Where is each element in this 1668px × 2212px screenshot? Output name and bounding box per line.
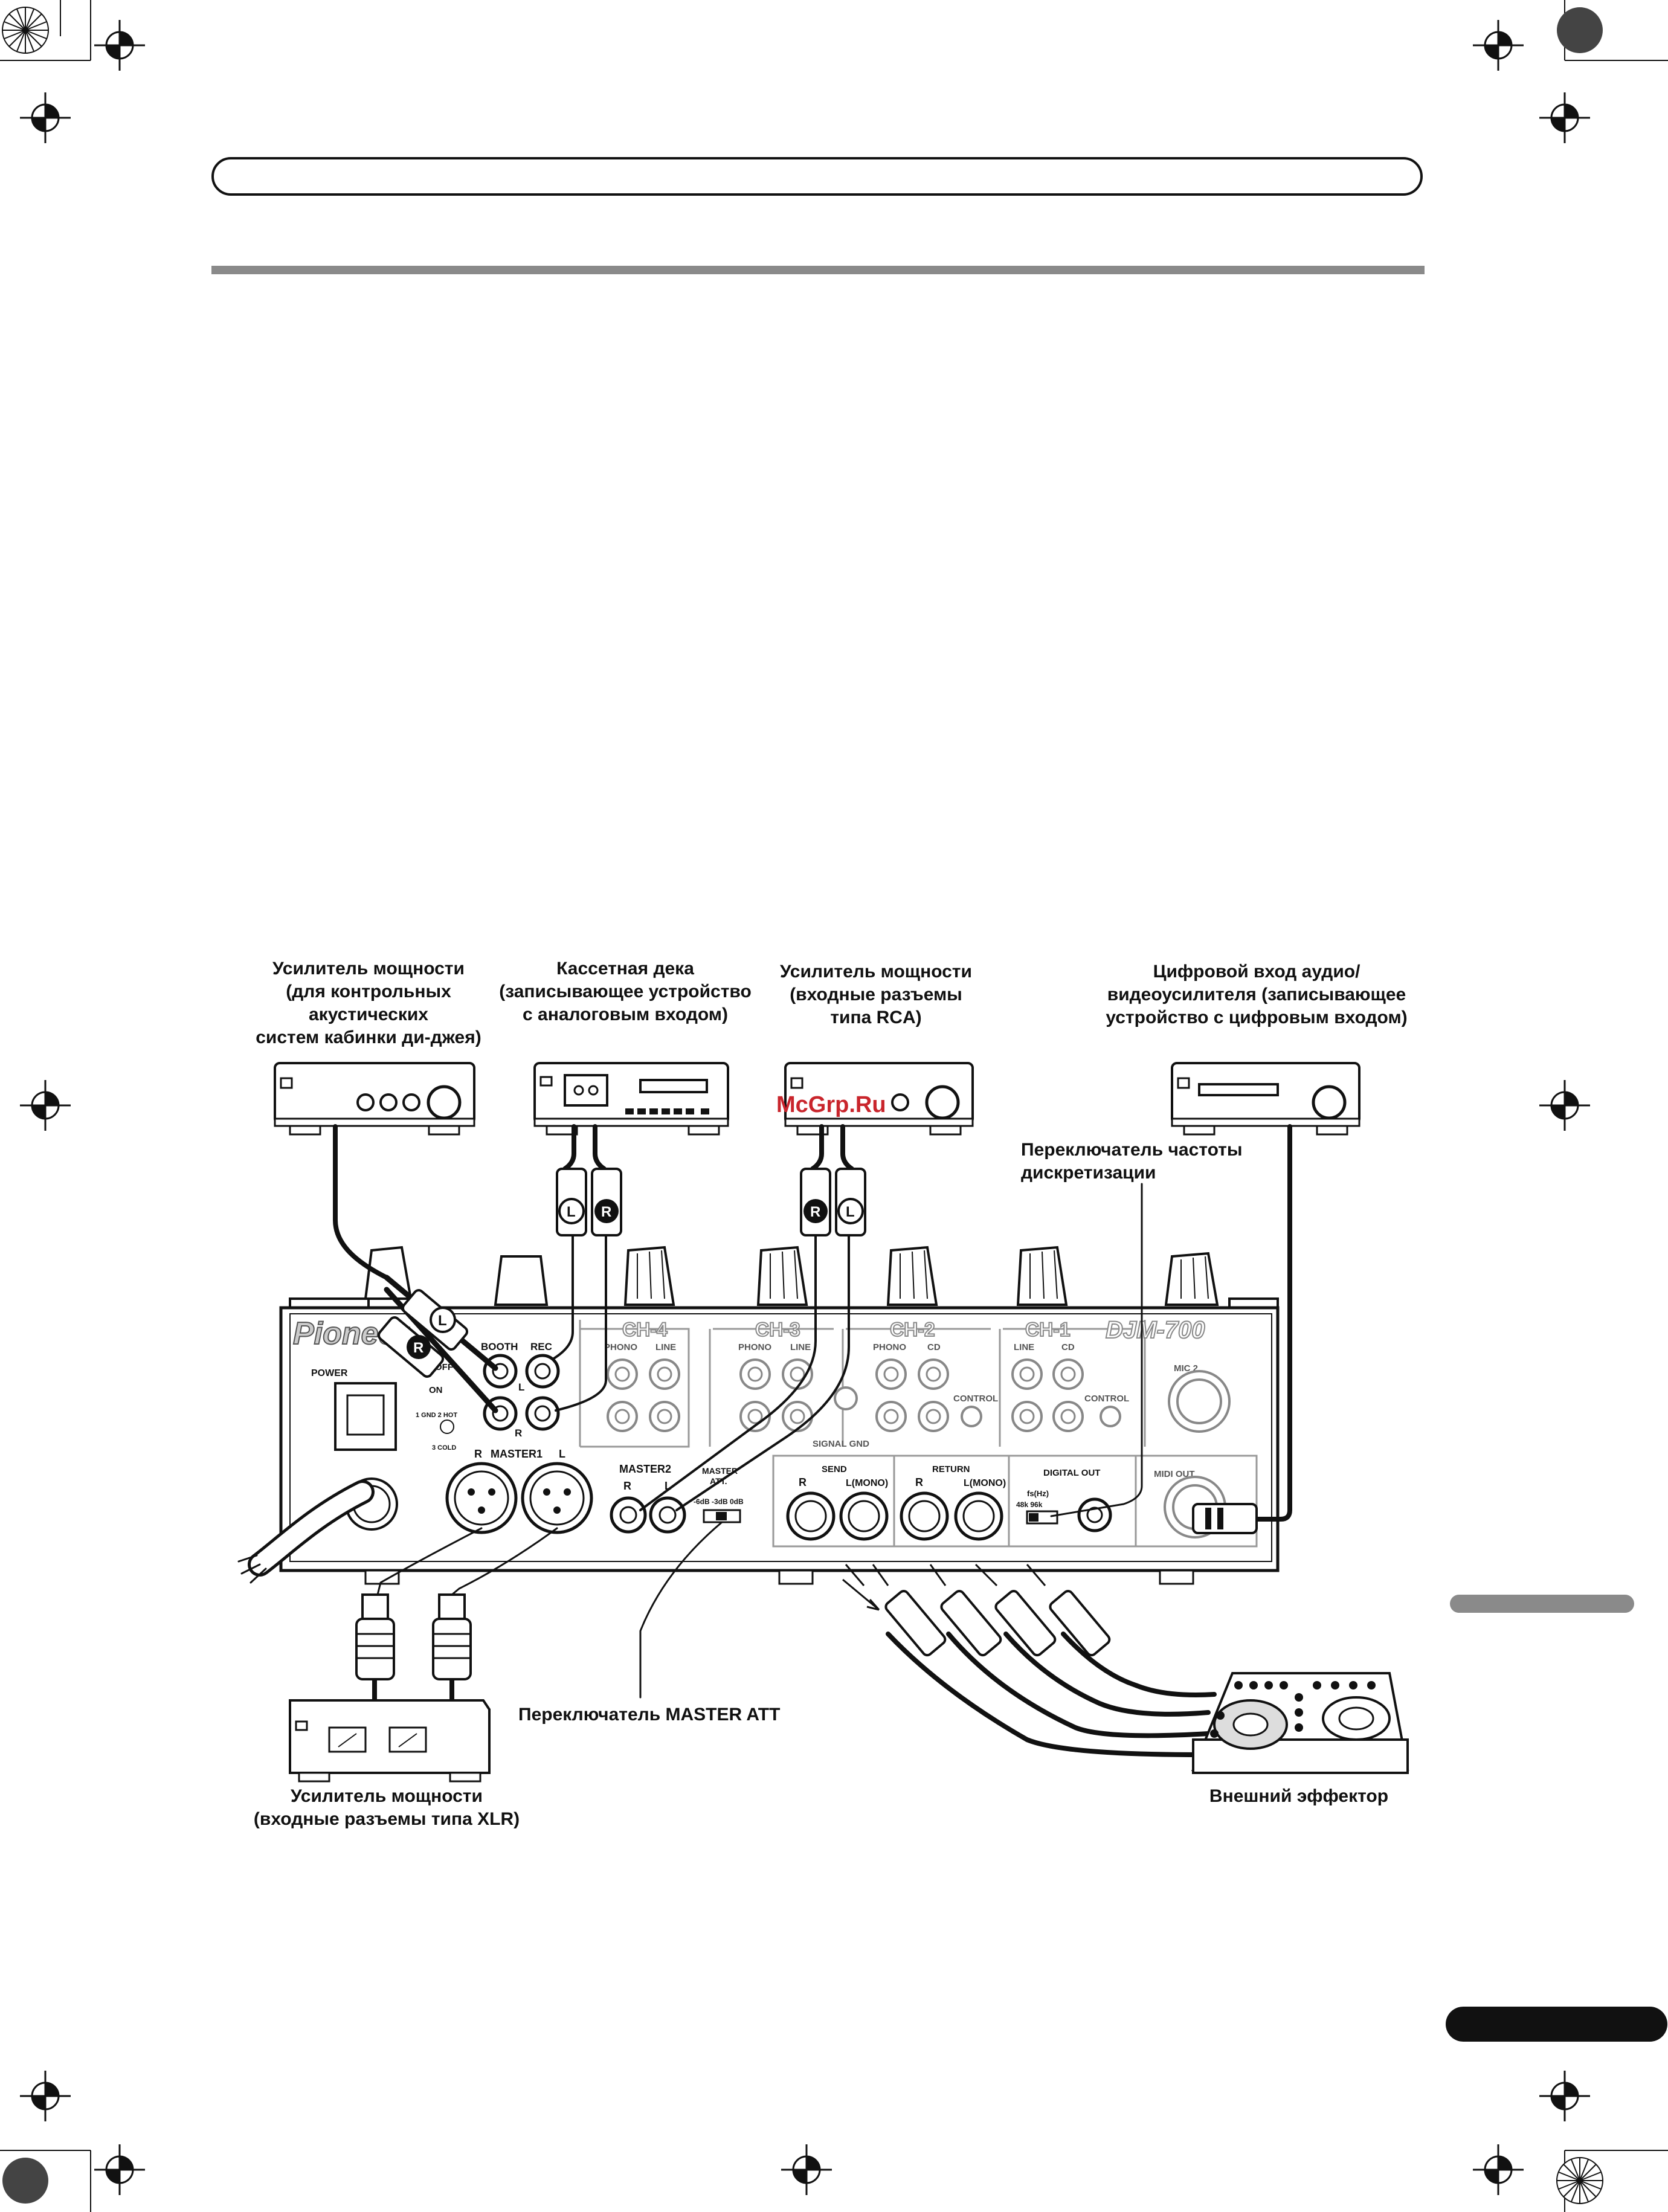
- watermark: McGrp.Ru: [776, 1092, 886, 1117]
- signal-gnd-label: SIGNAL GND: [813, 1439, 869, 1449]
- send-l-jack[interactable]: [839, 1491, 889, 1541]
- return-r-mark: R: [915, 1476, 923, 1488]
- rec-r-jack[interactable]: [525, 1396, 560, 1431]
- xlr-pins-label: 1 GND 2 HOT: [416, 1412, 457, 1419]
- master1-label: MASTER1: [491, 1448, 543, 1460]
- midi-out-label: MIDI OUT: [1154, 1469, 1195, 1479]
- ch1-cd-label: CD: [1061, 1342, 1075, 1352]
- ch2-cd-label: CD: [927, 1342, 941, 1352]
- booth-label: BOOTH: [481, 1341, 518, 1352]
- cassette-plug-r-mark: R: [601, 1204, 611, 1220]
- rca-amplifier-device: [784, 1062, 974, 1136]
- xlr-amp-label: Усилитель мощности (входные разъемы типа…: [253, 1786, 520, 1829]
- booth-amp-label: Усилитель мощности (для контрольных акус…: [256, 959, 481, 1047]
- digital-receiver-device: [1171, 1062, 1360, 1136]
- cassette-plug-l-mark: L: [567, 1204, 576, 1220]
- master2-l-mark: L: [665, 1480, 671, 1492]
- effector-plugs: [842, 1563, 1111, 1657]
- digital-input-label: Цифровой вход аудио/ видеоусилителя (зап…: [1106, 962, 1408, 1027]
- rec-label: REC: [530, 1341, 552, 1352]
- on-label: ON: [429, 1385, 443, 1395]
- booth-amplifier-device: [274, 1062, 475, 1136]
- ch4-phono-label: PHONO: [604, 1342, 637, 1352]
- master2-label: MASTER2: [619, 1463, 671, 1475]
- xlr-cold-label: 3 COLD: [432, 1444, 456, 1452]
- ch2-control-label: CONTROL: [953, 1394, 998, 1404]
- ch2-label: CH-2: [890, 1319, 935, 1340]
- section-rule: [211, 266, 1425, 274]
- effector-device: [1191, 1672, 1409, 1774]
- ch1-line-label: LINE: [1014, 1342, 1034, 1352]
- cassette-plugs: L R: [556, 1168, 622, 1236]
- master2-r-jack[interactable]: [610, 1496, 647, 1534]
- master-att-label: MASTER: [702, 1466, 738, 1476]
- master-att-values: -6dB -3dB 0dB: [694, 1497, 744, 1506]
- page-number-tab: [1446, 2007, 1667, 2042]
- master1-r-mark: R: [474, 1448, 482, 1460]
- xlr-plugs: [355, 1593, 472, 1680]
- master1-l-mark: L: [559, 1448, 565, 1460]
- master-att-switch-label: Переключатель MASTER ATT: [518, 1705, 781, 1725]
- xlr-amplifier-device: [289, 1699, 491, 1783]
- mixer-rear-panel: Pioneer DJM-700 POWER OFF ON 1 GND 2 HOT…: [279, 1246, 1280, 1585]
- cassette-deck-device: [533, 1062, 729, 1136]
- cables: [237, 1124, 1292, 1757]
- ch3-label: CH-3: [755, 1319, 800, 1340]
- fs-values: 48k 96k: [1016, 1500, 1043, 1509]
- ch2-phono-label: PHONO: [873, 1342, 906, 1352]
- rca-plug-r-mark: R: [810, 1204, 820, 1220]
- digital-out-jack[interactable]: [1077, 1497, 1112, 1532]
- send-r-mark: R: [799, 1476, 807, 1488]
- booth-plug-r-mark: R: [413, 1340, 423, 1356]
- power-label: POWER: [311, 1368, 348, 1378]
- external-effector-label: Внешний эффектор: [1209, 1786, 1389, 1806]
- ch3-phono-label: PHONO: [738, 1342, 771, 1352]
- master1-r-xlr[interactable]: [445, 1462, 518, 1534]
- return-label: RETURN: [932, 1464, 970, 1474]
- ch3-line-label: LINE: [790, 1342, 811, 1352]
- rca-plug-l-mark: L: [846, 1204, 855, 1220]
- booth-l-mark: L: [518, 1381, 524, 1393]
- send-r-jack[interactable]: [786, 1491, 836, 1541]
- master1-l-xlr[interactable]: [521, 1462, 593, 1534]
- master2-l-jack[interactable]: [649, 1496, 686, 1534]
- coax-plug: [1192, 1503, 1258, 1534]
- model-name: DJM-700: [1106, 1317, 1205, 1343]
- master2-r-mark: R: [623, 1480, 631, 1492]
- ch1-label: CH-1: [1025, 1319, 1071, 1340]
- rca-amp-label: Усилитель мощности (входные разъемы типа…: [780, 962, 972, 1027]
- cassette-deck-label: Кассетная дека (записывающее устройство …: [499, 959, 752, 1024]
- return-l-jack[interactable]: [954, 1491, 1003, 1541]
- fs-label: fs(Hz): [1027, 1489, 1049, 1498]
- header-bar: [211, 157, 1423, 196]
- rec-l-jack[interactable]: [525, 1354, 560, 1389]
- booth-plug-l-mark: L: [438, 1313, 447, 1329]
- booth-r-mark: R: [515, 1427, 522, 1439]
- send-mono-label: L(MONO): [846, 1478, 888, 1488]
- rca-amp-plugs: R L: [800, 1168, 866, 1236]
- booth-plugs: L R: [377, 1289, 469, 1378]
- digital-out-label: DIGITAL OUT: [1043, 1468, 1100, 1478]
- return-r-jack[interactable]: [900, 1491, 949, 1541]
- sampling-switch-label: Переключатель частоты дискретизации: [1021, 1140, 1243, 1183]
- side-tab: [1450, 1595, 1634, 1613]
- send-label: SEND: [822, 1464, 847, 1474]
- return-mono-label: L(MONO): [964, 1478, 1006, 1488]
- ch4-label: CH-4: [622, 1319, 668, 1340]
- ch1-control-label: CONTROL: [1084, 1394, 1129, 1404]
- ch4-line-label: LINE: [655, 1342, 676, 1352]
